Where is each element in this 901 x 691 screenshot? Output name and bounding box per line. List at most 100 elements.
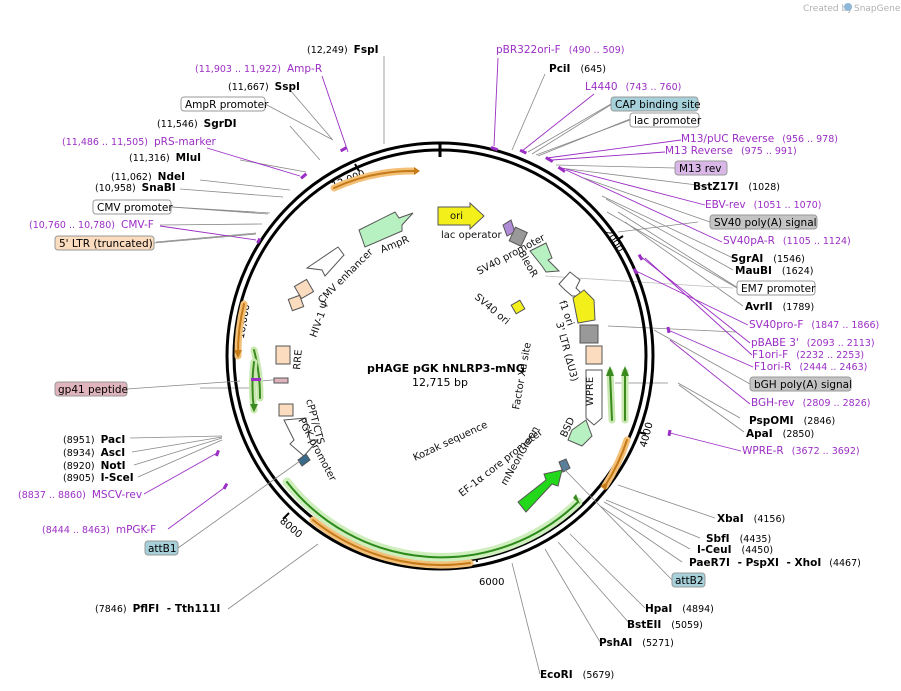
enzyme-name: I-CeuI xyxy=(697,544,731,556)
f1-ori-feature xyxy=(572,289,596,324)
enzyme-pos: (11,316) xyxy=(129,153,170,164)
enzyme-pos: (2850) xyxy=(783,429,815,440)
kozak-label: Kozak sequence xyxy=(412,420,490,464)
enzyme-name: EcoRI xyxy=(540,669,573,681)
svg-text:(11,486 .. 11,505)pRS-marker: (11,486 .. 11,505)pRS-marker xyxy=(62,136,217,148)
svg-text:BstZ17I(1028): BstZ17I(1028) xyxy=(693,181,780,193)
enzyme-pos: (1624) xyxy=(782,266,814,277)
enzyme-name: BstEII xyxy=(627,619,661,631)
ori-feature xyxy=(437,201,485,231)
bleor-feature xyxy=(529,242,561,273)
m13-rev-box-label: M13 rev xyxy=(679,163,722,175)
primer-name: SV40pro-F xyxy=(749,319,803,331)
bgh-polya-feature xyxy=(579,324,599,344)
enzyme-name: SbfI xyxy=(706,533,730,545)
sv40-polya-feature xyxy=(508,226,528,247)
svg-text:L4440(743 .. 760): L4440(743 .. 760) xyxy=(585,81,681,93)
primer-range: (2093 .. 2113) xyxy=(807,338,875,349)
plasmid-length: 12,715 bp xyxy=(412,376,468,389)
svg-text:M13 Reverse(975 .. 991): M13 Reverse(975 .. 991) xyxy=(665,145,797,157)
ampr-promoter-box-label: AmpR promoter xyxy=(185,99,269,111)
primer-range: (2809 .. 2826) xyxy=(803,398,871,409)
backbone-outer-circle xyxy=(225,141,655,571)
sv40-polya-box-label: SV40 poly(A) signal xyxy=(714,217,817,229)
primer-range: (11,903 .. 11,922) xyxy=(195,64,281,75)
svg-text:PaeR7I - PspXI - XhoI(4467): PaeR7I - PspXI - XhoI(4467) xyxy=(689,557,861,569)
primer-range: (8837 .. 8860) xyxy=(18,490,86,501)
enzyme-name: PspOMI xyxy=(749,415,794,427)
enzyme-pos: (4467) xyxy=(829,558,861,569)
svg-text:(11,546)SgrDI: (11,546)SgrDI xyxy=(157,118,237,130)
enzyme-pos: (8905) xyxy=(63,473,95,484)
wpre-label: WPRE xyxy=(585,377,596,406)
attb1-mark xyxy=(297,453,311,467)
rre-label: RRE xyxy=(292,349,305,370)
enzyme-pos: (4435) xyxy=(740,534,772,545)
primer-labels: (11,903 .. 11,922) Amp-R (11,486 .. 11,50… xyxy=(18,44,879,536)
ltr3-feature xyxy=(585,345,603,365)
primer-name: L4440 xyxy=(585,81,618,93)
hiv-psi-feature xyxy=(287,294,305,312)
enzyme-name: SspI xyxy=(275,81,300,93)
svg-text:(8934)AscI: (8934)AscI xyxy=(63,447,125,459)
attb2-box-label: attB2 xyxy=(675,575,704,587)
enzyme-pos: (12,249) xyxy=(307,45,348,56)
svg-text:SV40pro-F(1847 .. 1866): SV40pro-F (1847 .. 1866) xyxy=(749,319,879,331)
primer-range: (1105 .. 1124) xyxy=(783,236,851,247)
ltr3-label: 3' LTR (ΔU3) xyxy=(553,321,579,383)
snapgene-logo-icon xyxy=(844,3,852,11)
enzyme-pos: (5059) xyxy=(671,620,703,631)
enzyme-pos: (5271) xyxy=(642,638,674,649)
svg-text:EcoRI(5679): EcoRI (5679) xyxy=(540,669,614,681)
svg-text:BGH-rev(2809 .. 2826): BGH-rev (2809 .. 2826) xyxy=(751,397,870,409)
primer-name: pRS-marker xyxy=(154,136,217,148)
svg-text:(8920)NotI: (8920)NotI xyxy=(63,460,126,472)
mneongreen-feature xyxy=(517,469,563,513)
enzyme-pos: (4156) xyxy=(754,514,786,525)
svg-text:(8951)PacI: (8951)PacI xyxy=(63,434,125,446)
created-by-text: Created by xyxy=(803,4,853,14)
enzyme-name: SgrAI xyxy=(731,253,763,265)
cmv-enhancer-feature xyxy=(305,246,345,277)
snapgene-credit: Created by SnapGene xyxy=(803,3,901,14)
svg-text:F1ori-R(2444 .. 2463): F1ori-R(2444 .. 2463) xyxy=(754,361,867,373)
enzyme-pos: (7846) xyxy=(95,604,127,615)
primer-name: BGH-rev xyxy=(751,397,795,409)
outer-arcs xyxy=(234,167,631,569)
primer-name: F1ori-R xyxy=(754,361,791,373)
tick-label-6000: 6000 xyxy=(479,577,504,588)
attb1-box-label: attB1 xyxy=(148,543,177,555)
primer-range: (1847 .. 1866) xyxy=(811,320,879,331)
svg-text:PciI(645): PciI (645) xyxy=(549,63,606,75)
primer-name: CMV-F xyxy=(121,219,154,231)
svg-text:ApaI(2850): ApaI (2850) xyxy=(746,428,814,440)
enzyme-pos: (1028) xyxy=(748,182,780,193)
svg-text:(7846)PflFI - Tth111I: (7846)PflFI - Tth111I xyxy=(95,603,220,615)
primer-range: (2232 .. 2253) xyxy=(796,350,864,361)
enzyme-pos: (11,546) xyxy=(157,119,198,130)
enzyme-labels: (12,249)FspI (11,667)SspI (11,546)SgrDI … xyxy=(63,44,861,681)
primer-range: (10,760 .. 10,780) xyxy=(29,220,115,231)
rre-feature xyxy=(275,345,291,365)
gp41-feature xyxy=(273,377,289,384)
lac-operator-label: lac operator xyxy=(441,230,502,241)
enzyme-name: PaeR7I xyxy=(689,557,730,569)
primer-name: pBR322ori-F xyxy=(496,44,561,56)
ltr5-box-label: 5' LTR (truncated) xyxy=(59,238,153,250)
enzyme-pos: (5679) xyxy=(583,670,615,681)
enzyme-name: HpaI xyxy=(645,603,672,615)
svg-text:(11,316)MluI: (11,316)MluI xyxy=(129,152,201,164)
gp41-box-label: gp41 peptide xyxy=(58,384,128,396)
enzyme-name: SnaBI xyxy=(142,182,176,194)
primer-lines xyxy=(143,57,754,530)
svg-text:PspOMI(2846): PspOMI(2846) xyxy=(749,415,835,427)
enzyme-name: ApaI xyxy=(746,428,773,440)
enzyme-name: PciI xyxy=(549,63,570,75)
box-leaders xyxy=(126,103,751,581)
primer-name: Amp-R xyxy=(287,63,322,75)
enzyme-pos: (645) xyxy=(580,64,606,75)
enzyme-name: PspXI xyxy=(746,557,779,569)
enzyme-name: Tth111I xyxy=(175,603,220,615)
features xyxy=(273,201,603,513)
